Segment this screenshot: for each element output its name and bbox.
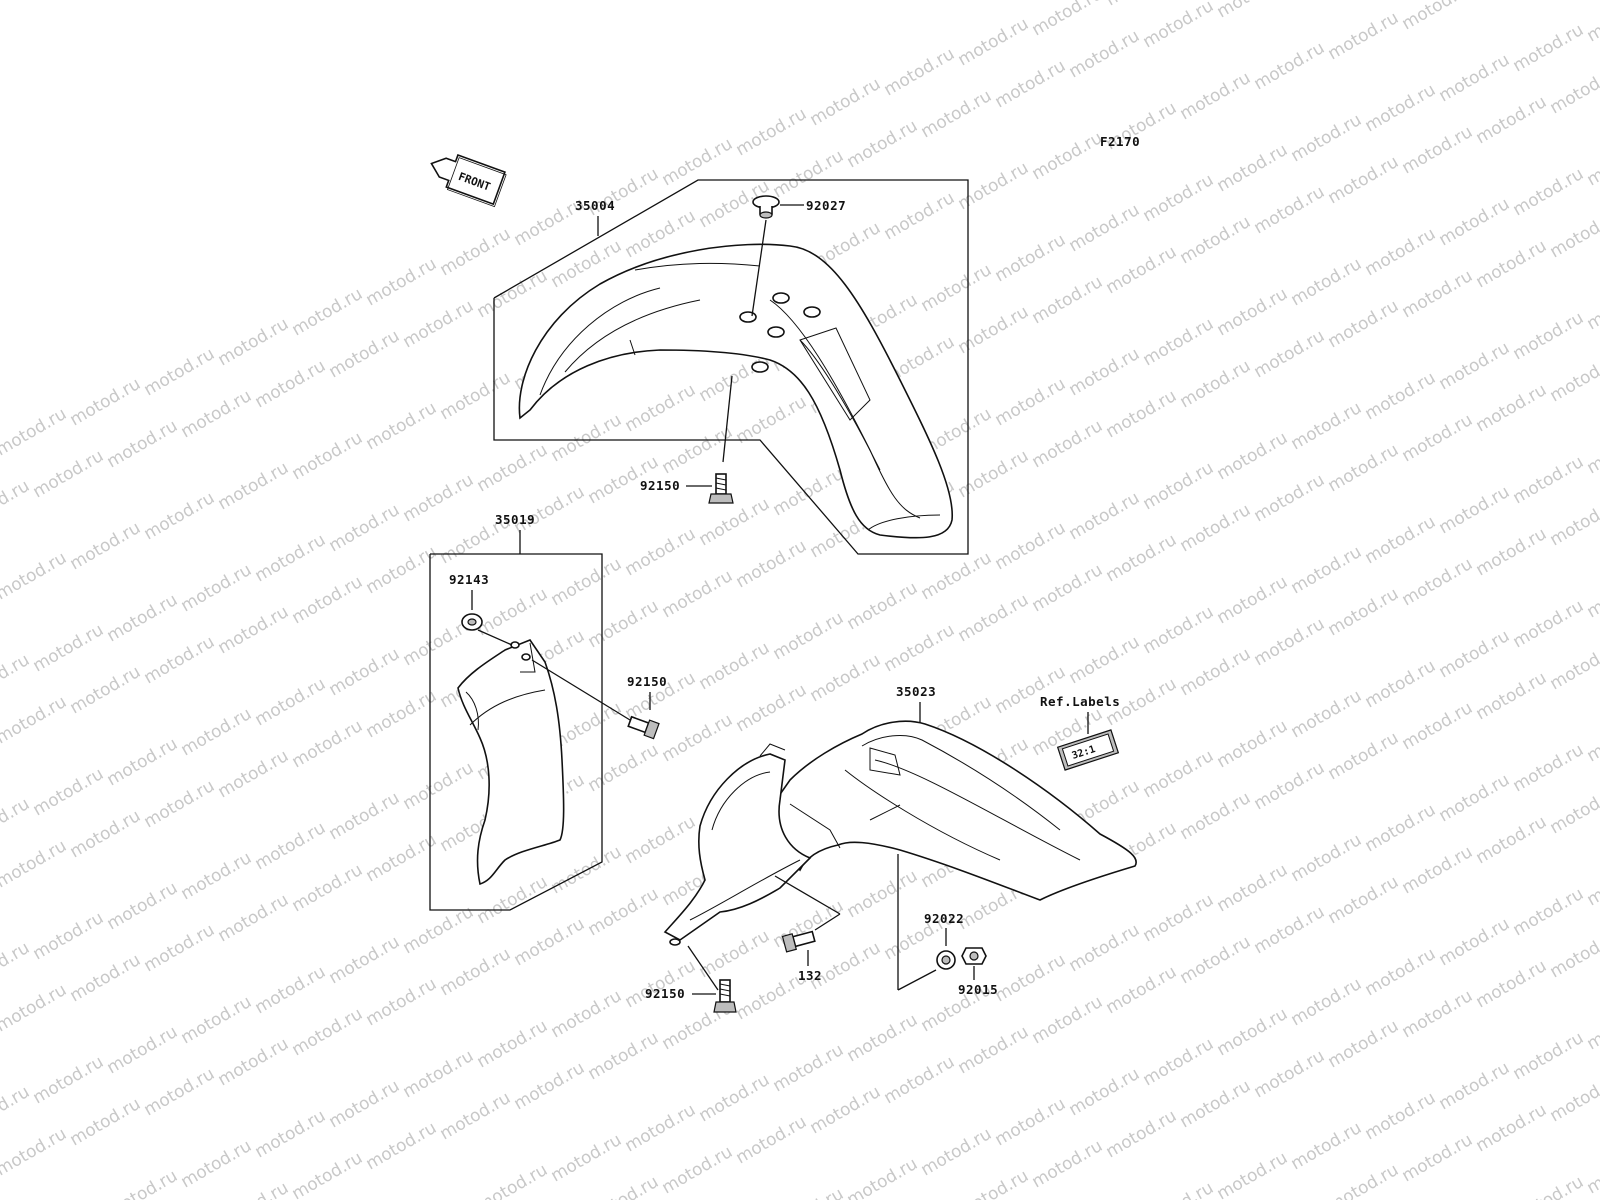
rear-fender-nut-number: 92015	[958, 982, 998, 997]
ref-labels-title: Ref.Labels	[1040, 694, 1120, 709]
front-arrow-icon: FRONT	[430, 154, 507, 208]
mud-guard-number: 35019	[495, 512, 535, 527]
rear-fender-group: 35023 Ref.Labels 32:1	[645, 684, 1137, 1013]
front-fender-number: 35004	[575, 198, 615, 213]
front-fender-group: 35004 92027	[493, 179, 969, 555]
label-plate-icon: 32:1	[1056, 729, 1120, 771]
rear-bolt-icon	[781, 930, 816, 953]
rear-fender-bolt-a-number: 132	[798, 968, 822, 983]
rear-bolt-b-icon	[713, 979, 737, 1013]
figure-code: F2170	[1100, 134, 1140, 149]
mud-guard-bolt-number: 92150	[627, 674, 667, 689]
nut-icon	[961, 947, 987, 965]
front-fender-bolt-number: 92150	[640, 478, 680, 493]
rear-fender-number: 35023	[896, 684, 936, 699]
washer-icon	[936, 950, 956, 970]
rear-fender-washer-number: 92022	[924, 911, 964, 926]
plug-icon	[752, 195, 780, 219]
mud-guard-grommet-number: 92143	[449, 572, 489, 587]
grommet-icon	[461, 613, 483, 631]
front-fender-plug-number: 92027	[806, 198, 846, 213]
rear-fender-bolt-b-number: 92150	[645, 986, 685, 1001]
mud-guard-bolt-icon	[627, 715, 660, 740]
bolt-icon	[708, 473, 734, 504]
mud-guard-group: 35019 92143 92150	[429, 512, 667, 911]
